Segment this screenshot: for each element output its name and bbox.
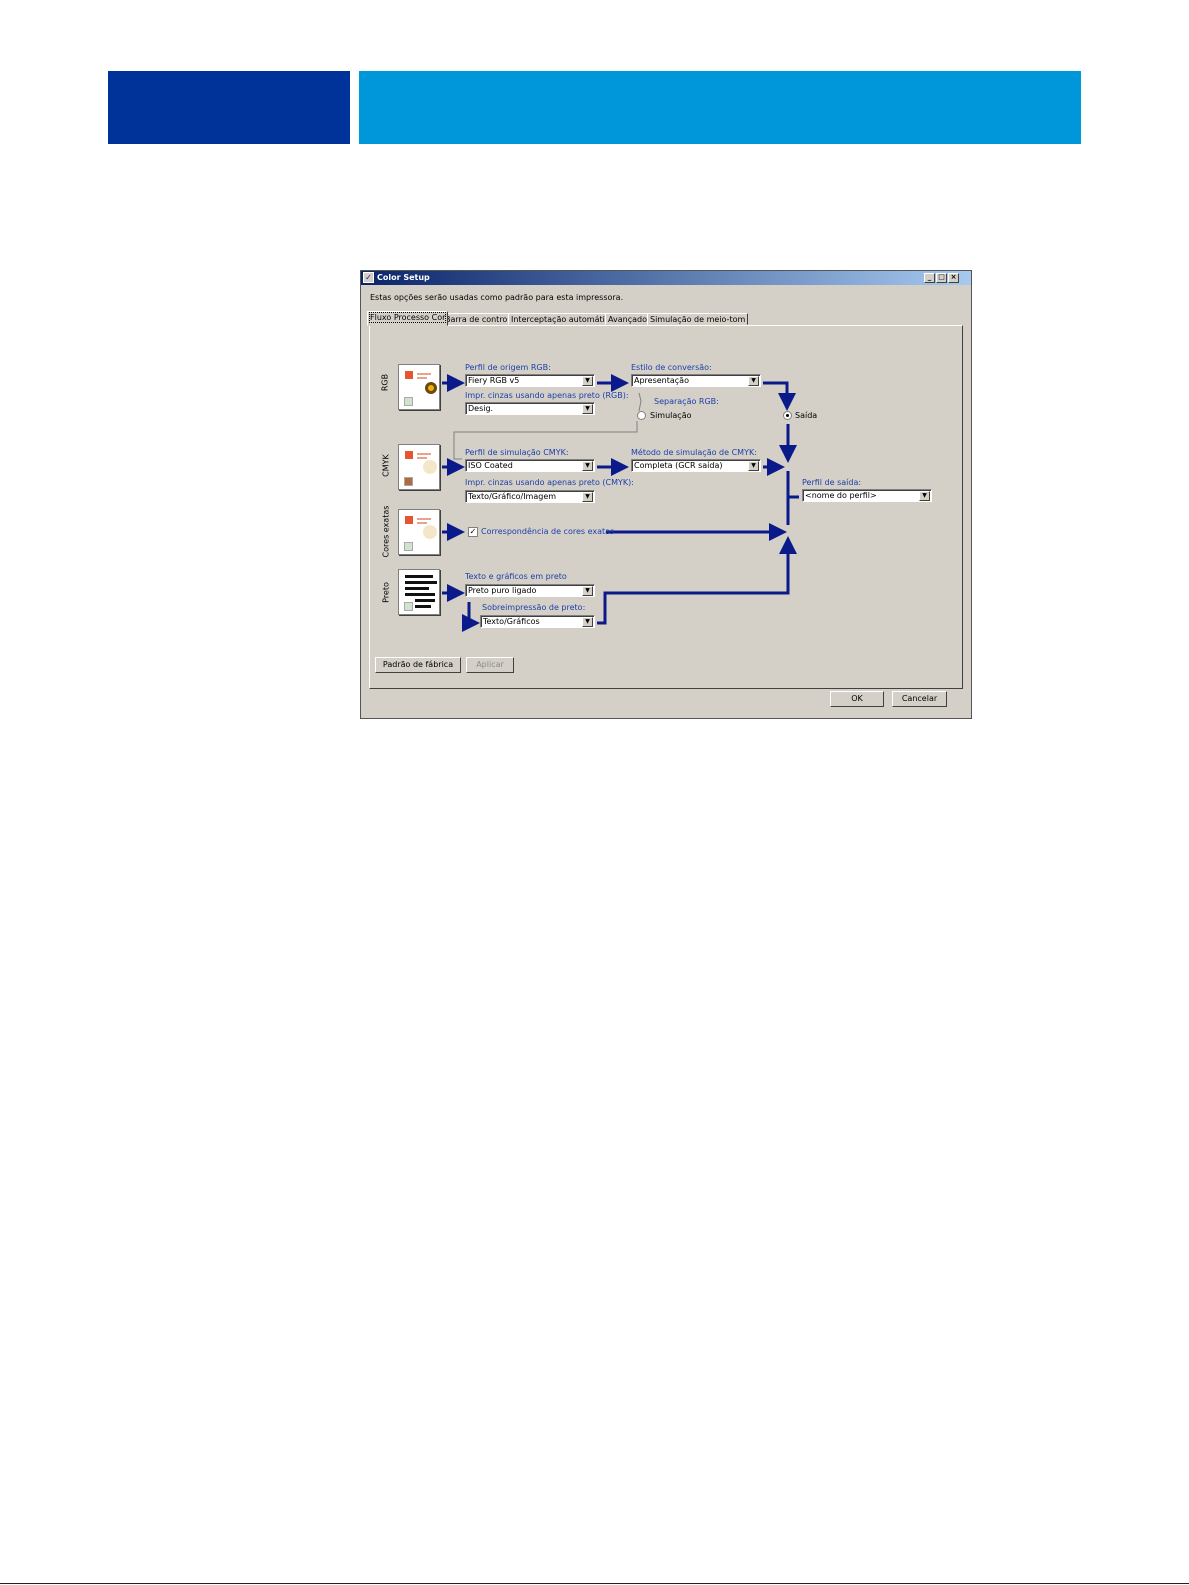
output-radio[interactable] bbox=[783, 411, 792, 420]
overprint-label: Sobreimpressão de preto: bbox=[482, 603, 586, 612]
dropdown-value: Preto puro ligado bbox=[468, 586, 537, 595]
flow-arrows bbox=[442, 374, 799, 632]
tab-advanced[interactable]: Avançado bbox=[605, 313, 650, 325]
tab-label: Simulação de meio-tom bbox=[650, 315, 746, 324]
conversion-style-dropdown[interactable]: Apresentação ▼ bbox=[631, 374, 761, 387]
cancel-button[interactable]: Cancelar bbox=[892, 691, 947, 707]
chevron-down-icon: ▼ bbox=[582, 376, 593, 386]
spot-match-checkbox[interactable]: ✓ bbox=[468, 527, 478, 537]
chevron-down-icon: ▼ bbox=[582, 461, 593, 471]
color-flow-panel bbox=[369, 325, 963, 689]
apply-button[interactable]: Aplicar bbox=[466, 657, 514, 673]
output-profile-dropdown[interactable]: <nome do perfil> ▼ bbox=[802, 489, 932, 502]
chevron-down-icon: ▼ bbox=[582, 492, 593, 502]
app-icon: ✓ bbox=[363, 272, 374, 283]
header-bar-right bbox=[359, 71, 1081, 144]
chevron-down-icon: ▼ bbox=[748, 376, 759, 386]
minimize-button[interactable]: _ bbox=[924, 273, 935, 283]
dropdown-value: Completa (GCR saída) bbox=[634, 461, 723, 470]
rgb-gray-dropdown[interactable]: Desig. ▼ bbox=[465, 402, 595, 415]
row-label-cmyk: CMYK bbox=[381, 454, 391, 477]
output-radio-label: Saída bbox=[795, 411, 818, 420]
spot-match-label: Correspondência de cores exatas bbox=[481, 527, 615, 536]
tab-label: Avançado bbox=[608, 315, 647, 324]
header-bar-left bbox=[108, 71, 350, 144]
dropdown-value: <nome do perfil> bbox=[805, 491, 877, 500]
rgb-document-icon bbox=[398, 364, 440, 410]
simulation-radio[interactable] bbox=[637, 411, 646, 420]
black-text-label: Texto e gráficos em preto bbox=[465, 572, 567, 581]
cmyk-document-icon bbox=[398, 444, 440, 490]
tab-halftone[interactable]: Simulação de meio-tom bbox=[647, 313, 749, 325]
ok-button[interactable]: OK bbox=[830, 691, 884, 707]
maximize-button[interactable]: □ bbox=[936, 273, 947, 283]
chevron-down-icon: ▼ bbox=[748, 461, 759, 471]
row-label-black: Preto bbox=[381, 582, 391, 603]
dropdown-value: Fiery RGB v5 bbox=[468, 376, 520, 385]
cmyk-gray-dropdown[interactable]: Texto/Gráfico/Imagem ▼ bbox=[465, 490, 595, 503]
dropdown-value: Apresentação bbox=[634, 376, 689, 385]
chevron-down-icon: ▼ bbox=[919, 491, 930, 501]
tab-color-flow[interactable]: Fluxo Processo Cor bbox=[367, 311, 449, 326]
color-setup-dialog: ✓ Color Setup _ □ × Estas opções serão u… bbox=[360, 270, 972, 719]
overprint-dropdown[interactable]: Texto/Gráficos ▼ bbox=[480, 615, 595, 628]
rgb-gray-label: Impr. cinzas usando apenas preto (RGB): bbox=[465, 391, 629, 400]
chevron-down-icon: ▼ bbox=[582, 586, 593, 596]
spot-document-icon bbox=[398, 509, 440, 555]
dropdown-value: Desig. bbox=[468, 404, 494, 413]
rgb-separation-label: Separação RGB: bbox=[654, 397, 719, 406]
cmyk-sim-profile-dropdown[interactable]: ISO Coated ▼ bbox=[465, 459, 595, 472]
title-bar[interactable]: ✓ Color Setup _ □ × bbox=[361, 271, 971, 285]
row-label-rgb: RGB bbox=[380, 373, 390, 392]
row-label-spot: Cores exatas bbox=[381, 505, 391, 558]
cmyk-sim-profile-label: Perfil de simulação CMYK: bbox=[465, 448, 569, 457]
factory-default-button[interactable]: Padrão de fábrica bbox=[375, 657, 461, 673]
close-button[interactable]: × bbox=[948, 273, 959, 283]
chevron-down-icon: ▼ bbox=[582, 404, 593, 414]
rgb-source-profile-dropdown[interactable]: Fiery RGB v5 ▼ bbox=[465, 374, 595, 387]
tab-label: Fluxo Processo Cor bbox=[368, 312, 447, 323]
intro-text: Estas opções serão usadas como padrão pa… bbox=[370, 293, 624, 302]
window-title: Color Setup bbox=[377, 273, 430, 282]
rgb-source-profile-label: Perfil de origem RGB: bbox=[465, 363, 551, 372]
footer-rule bbox=[0, 1583, 1189, 1584]
output-profile-label: Perfil de saída: bbox=[802, 478, 862, 487]
dropdown-value: ISO Coated bbox=[468, 461, 513, 470]
cmyk-sim-method-label: Método de simulação de CMYK: bbox=[631, 448, 757, 457]
cmyk-sim-method-dropdown[interactable]: Completa (GCR saída) ▼ bbox=[631, 459, 761, 472]
dropdown-value: Texto/Gráfico/Imagem bbox=[468, 492, 557, 501]
tab-label: Interceptação automática bbox=[511, 315, 615, 324]
simulation-radio-label: Simulação bbox=[650, 411, 692, 420]
black-text-dropdown[interactable]: Preto puro ligado ▼ bbox=[465, 584, 595, 597]
tab-label: Barra de controle bbox=[445, 315, 515, 324]
dropdown-value: Texto/Gráficos bbox=[483, 617, 540, 626]
chevron-down-icon: ▼ bbox=[582, 617, 593, 627]
tab-auto-trapping[interactable]: Interceptação automática bbox=[508, 313, 618, 325]
black-document-icon bbox=[398, 569, 440, 615]
conversion-style-label: Estilo de conversão: bbox=[631, 363, 712, 372]
cmyk-gray-label: Impr. cinzas usando apenas preto (CMYK): bbox=[465, 478, 634, 487]
